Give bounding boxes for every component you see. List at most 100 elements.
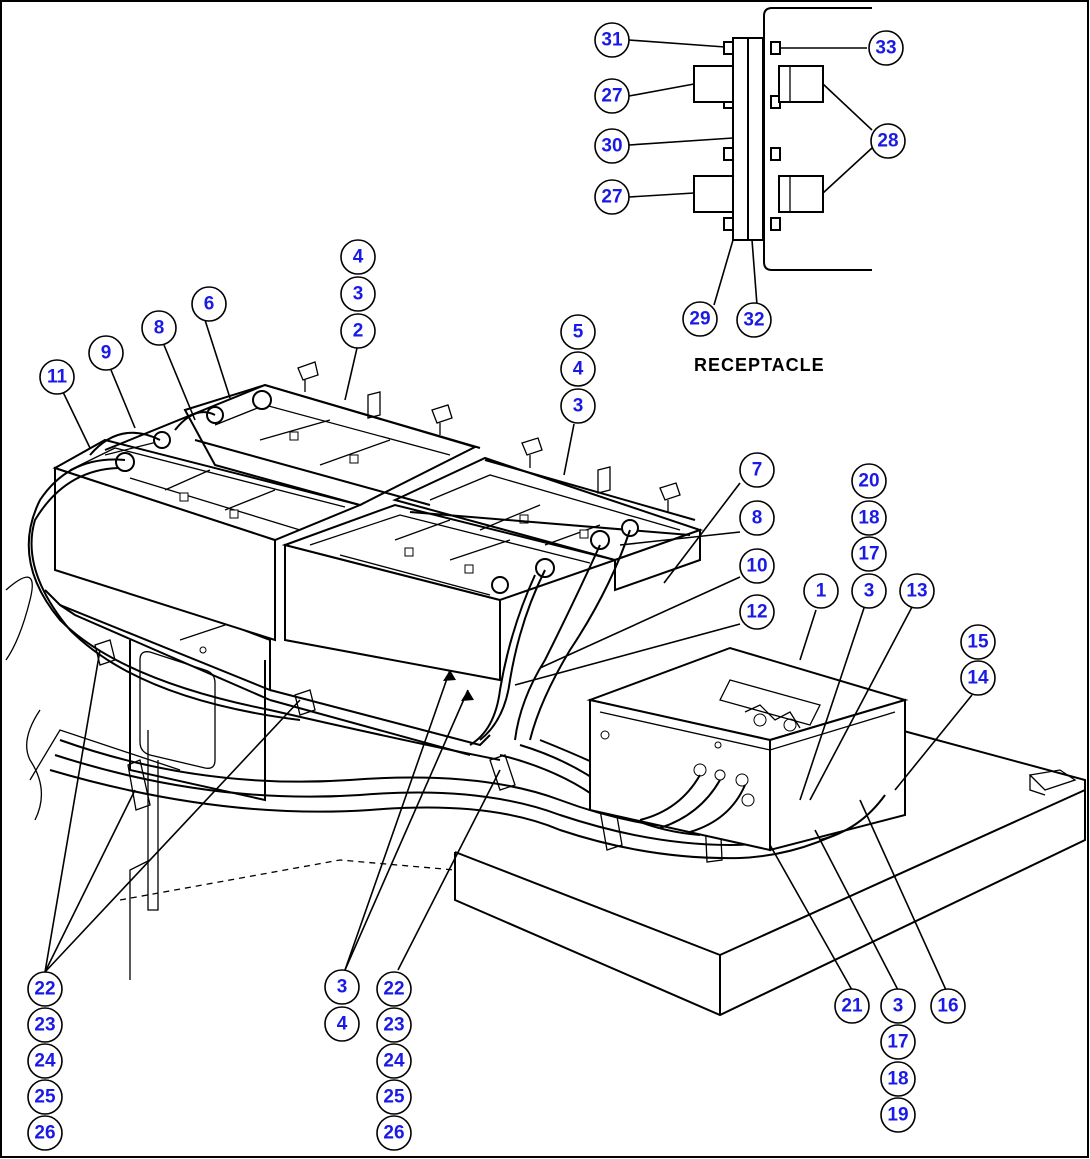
callout-17: 17 xyxy=(880,1024,916,1060)
svg-text:1: 1 xyxy=(816,581,827,602)
callout-3: 3 xyxy=(340,276,376,312)
svg-text:15: 15 xyxy=(967,632,989,653)
receptacle-plate-right xyxy=(747,37,764,241)
callout-11: 11 xyxy=(39,359,75,395)
svg-text:23: 23 xyxy=(383,1015,404,1036)
callout-28: 28 xyxy=(870,123,906,159)
svg-text:3: 3 xyxy=(573,396,584,417)
disconnect-box xyxy=(586,646,909,852)
callout-29: 29 xyxy=(682,301,718,337)
callout-7: 7 xyxy=(739,452,775,488)
svg-text:26: 26 xyxy=(383,1123,404,1144)
callout-9: 9 xyxy=(88,335,124,371)
svg-text:27: 27 xyxy=(601,187,622,208)
svg-text:6: 6 xyxy=(204,294,215,315)
svg-text:7: 7 xyxy=(752,460,763,481)
svg-text:5: 5 xyxy=(573,322,584,343)
callout-6: 6 xyxy=(191,286,227,322)
callouts: 31 27 30 27 29 32 33 28 4 3 2 5 4 3 6 8 … xyxy=(27,22,996,1151)
svg-text:22: 22 xyxy=(34,979,55,1000)
svg-text:13: 13 xyxy=(906,581,927,602)
callout-21: 21 xyxy=(834,988,870,1024)
svg-text:3: 3 xyxy=(864,581,875,602)
callout-26: 26 xyxy=(27,1115,63,1151)
svg-text:4: 4 xyxy=(337,1014,348,1035)
callout-24: 24 xyxy=(376,1043,412,1079)
callout-24: 24 xyxy=(27,1043,63,1079)
svg-text:4: 4 xyxy=(573,359,584,380)
svg-text:8: 8 xyxy=(752,508,763,529)
svg-text:20: 20 xyxy=(858,471,879,492)
callout-16: 16 xyxy=(930,988,966,1024)
boot-right-lower xyxy=(778,175,824,213)
callout-30: 30 xyxy=(594,128,630,164)
svg-text:14: 14 xyxy=(967,668,989,689)
receptacle-title: RECEPTACLE xyxy=(694,355,825,375)
battery-left-rear xyxy=(183,383,478,507)
svg-text:32: 32 xyxy=(743,310,764,331)
callout-27: 27 xyxy=(594,179,630,215)
svg-text:16: 16 xyxy=(937,996,958,1017)
callout-14: 14 xyxy=(960,660,996,696)
svg-text:10: 10 xyxy=(746,556,767,577)
svg-text:23: 23 xyxy=(34,1015,55,1036)
svg-text:25: 25 xyxy=(383,1087,405,1108)
svg-text:11: 11 xyxy=(47,367,68,388)
callout-3: 3 xyxy=(880,988,916,1024)
boot-left-lower xyxy=(693,175,734,213)
callout-3: 3 xyxy=(851,573,887,609)
callout-20: 20 xyxy=(851,463,887,499)
svg-text:4: 4 xyxy=(353,247,364,268)
callout-4: 4 xyxy=(340,239,376,275)
callout-22: 22 xyxy=(27,971,63,1007)
svg-text:28: 28 xyxy=(877,131,898,152)
callout-12: 12 xyxy=(739,594,775,630)
svg-text:33: 33 xyxy=(875,38,896,59)
callout-25: 25 xyxy=(27,1079,63,1115)
boot-left-upper xyxy=(693,65,734,103)
callout-23: 23 xyxy=(27,1007,63,1043)
callout-2: 2 xyxy=(340,313,376,349)
svg-text:31: 31 xyxy=(601,30,623,51)
receptacle-plate-left xyxy=(732,37,749,241)
svg-text:17: 17 xyxy=(858,544,879,565)
callout-4: 4 xyxy=(560,351,596,387)
callout-31: 31 xyxy=(594,22,630,58)
svg-text:18: 18 xyxy=(858,508,879,529)
svg-text:24: 24 xyxy=(383,1051,405,1072)
callout-27: 27 xyxy=(594,78,630,114)
svg-text:2: 2 xyxy=(353,321,364,342)
callout-26: 26 xyxy=(376,1115,412,1151)
callout-33: 33 xyxy=(868,30,904,66)
battery-terminals xyxy=(115,390,639,594)
callout-10: 10 xyxy=(739,548,775,584)
svg-text:30: 30 xyxy=(601,136,622,157)
callout-17: 17 xyxy=(851,536,887,572)
svg-text:9: 9 xyxy=(101,343,112,364)
svg-text:18: 18 xyxy=(887,1069,908,1090)
hold-down-bars xyxy=(104,361,696,536)
callout-18: 18 xyxy=(851,500,887,536)
callout-3: 3 xyxy=(324,969,360,1005)
svg-text:3: 3 xyxy=(893,996,904,1017)
callout-5: 5 xyxy=(560,314,596,350)
battery-right-rear xyxy=(392,456,704,592)
boot-right-upper xyxy=(778,65,824,103)
callout-15: 15 xyxy=(960,624,996,660)
callout-25: 25 xyxy=(376,1079,412,1115)
callout-18: 18 xyxy=(880,1061,916,1097)
svg-text:3: 3 xyxy=(353,284,364,305)
svg-text:12: 12 xyxy=(746,602,767,623)
callout-3: 3 xyxy=(560,388,596,424)
callout-13: 13 xyxy=(899,573,935,609)
callout-1: 1 xyxy=(803,573,839,609)
svg-text:3: 3 xyxy=(337,977,348,998)
svg-text:8: 8 xyxy=(154,318,165,339)
svg-text:22: 22 xyxy=(383,979,404,1000)
callout-23: 23 xyxy=(376,1007,412,1043)
svg-text:17: 17 xyxy=(887,1032,908,1053)
svg-text:27: 27 xyxy=(601,86,622,107)
callout-32: 32 xyxy=(736,302,772,338)
